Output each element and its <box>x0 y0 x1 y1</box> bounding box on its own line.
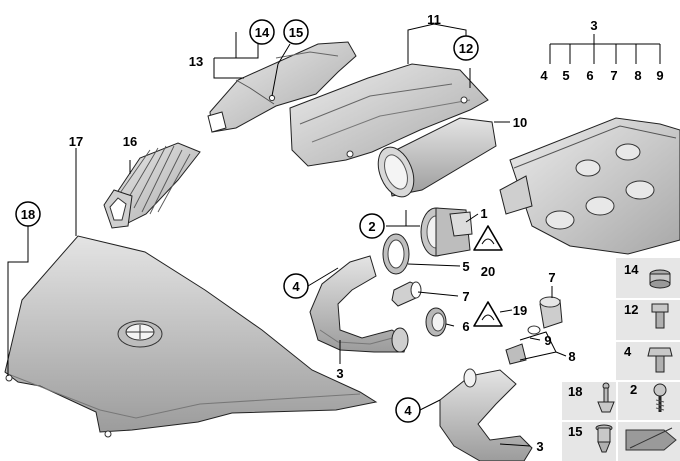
valve-cover <box>499 117 680 255</box>
seal-ring <box>382 233 410 275</box>
callout-7-mid: 7 <box>462 289 469 304</box>
clip-pin-icon <box>597 382 615 413</box>
svg-text:19: 19 <box>513 303 527 318</box>
svg-text:9: 9 <box>544 333 551 348</box>
intake-snorkel <box>207 41 357 133</box>
callout-7-top: 7 <box>548 270 555 285</box>
lower-duct <box>439 368 533 461</box>
callout-8: 8 <box>568 349 575 364</box>
svg-text:6: 6 <box>462 319 469 334</box>
svg-text:2: 2 <box>368 219 375 234</box>
callout-3-left: 3 <box>336 366 343 381</box>
panel-label-14: 14 <box>624 262 639 277</box>
engine-cover <box>4 235 378 438</box>
sensor-parts <box>505 296 563 365</box>
expanding-rivet-icon <box>595 424 613 453</box>
svg-text:14: 14 <box>255 25 270 40</box>
callout-13: 13 <box>189 54 203 69</box>
callout-9: 9 <box>544 333 551 348</box>
grommet-icon <box>649 269 671 289</box>
group-item-9: 9 <box>656 68 663 83</box>
callout-4-left: 4 <box>283 273 309 299</box>
hex-bolt-icon <box>647 347 673 373</box>
callout-17: 17 <box>69 134 83 149</box>
group-item-4: 4 <box>540 68 548 83</box>
intake-bellows <box>103 142 201 229</box>
callout-11: 11 <box>427 12 441 27</box>
panel-label-12: 12 <box>624 302 638 317</box>
callout-10: 10 <box>513 115 527 130</box>
svg-text:7: 7 <box>462 289 469 304</box>
svg-text:13: 13 <box>189 54 203 69</box>
callout-3-bottom: 3 <box>536 439 543 454</box>
callout-1: 1 <box>480 206 487 221</box>
svg-text:15: 15 <box>289 25 303 40</box>
svg-text:12: 12 <box>459 41 473 56</box>
airbox-housing <box>289 63 489 167</box>
airflow-meter <box>420 207 473 257</box>
svg-text:4: 4 <box>292 279 300 294</box>
intake-duct <box>309 255 409 353</box>
callout-19: 19 <box>513 303 527 318</box>
air-filter <box>377 117 497 198</box>
group-item-8: 8 <box>634 68 641 83</box>
group-item-6: 6 <box>586 68 593 83</box>
callout-16: 16 <box>123 134 137 149</box>
panel-label-4: 4 <box>624 344 632 359</box>
group-item-5: 5 <box>562 68 569 83</box>
panel-label-2: 2 <box>630 382 637 397</box>
hardware-panel: 14 12 4 2 18 15 <box>562 258 680 461</box>
callout-15: 15 <box>283 19 309 45</box>
svg-text:8: 8 <box>568 349 575 364</box>
callout-18: 18 <box>15 201 41 227</box>
callout-5: 5 <box>462 259 469 274</box>
svg-text:4: 4 <box>404 403 412 418</box>
leader-lines <box>7 23 661 447</box>
svg-text:16: 16 <box>123 134 137 149</box>
callout-12: 12 <box>453 35 479 61</box>
svg-text:10: 10 <box>513 115 527 130</box>
warning-triangle-19 <box>473 301 503 327</box>
panel-label-15: 15 <box>568 424 582 439</box>
group-item-7: 7 <box>610 68 617 83</box>
svg-text:3: 3 <box>336 366 343 381</box>
callout-20: 20 <box>481 264 495 279</box>
arrow-icon <box>625 427 677 451</box>
svg-text:18: 18 <box>21 207 35 222</box>
svg-text:20: 20 <box>481 264 495 279</box>
screw-icon <box>653 383 667 412</box>
stud-icon <box>651 303 669 329</box>
callout-14: 14 <box>249 19 275 45</box>
hose-fitting <box>391 281 447 337</box>
svg-text:3: 3 <box>536 439 543 454</box>
svg-text:1: 1 <box>480 206 487 221</box>
svg-text:7: 7 <box>548 270 555 285</box>
warning-triangle-20 <box>473 225 503 251</box>
callout-2: 2 <box>359 213 385 239</box>
svg-text:3: 3 <box>590 18 597 33</box>
svg-text:17: 17 <box>69 134 83 149</box>
panel-label-18: 18 <box>568 384 582 399</box>
svg-text:5: 5 <box>462 259 469 274</box>
callout-6: 6 <box>462 319 469 334</box>
callout-4-bottom: 4 <box>395 397 421 423</box>
callout-3-group: 3 <box>590 18 597 33</box>
svg-text:11: 11 <box>427 12 441 27</box>
